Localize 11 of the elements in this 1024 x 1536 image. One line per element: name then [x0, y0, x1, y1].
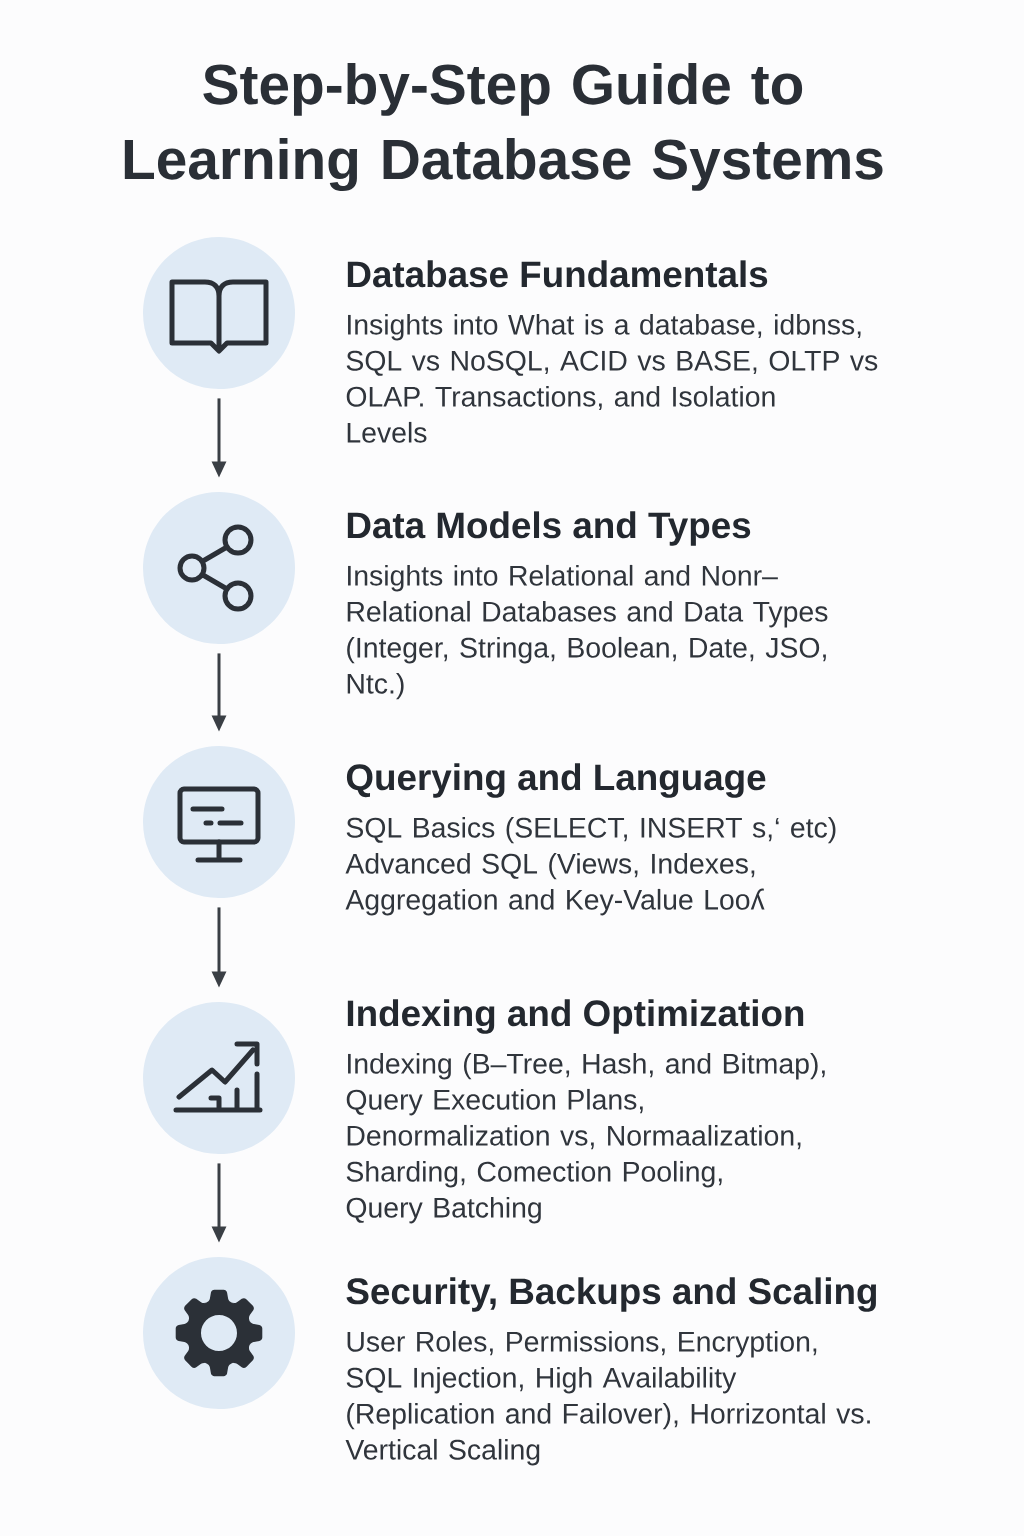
step-description: Insights into Relational and Nonr– Relational Databases and Data Types (Integer, Stringa, Boolean, Date, JSO, Ntc.): [347, 564, 828, 700]
step-description: SQL Basics (SELECT, INSERT s,‘ etc) Advanced SQL (Views, Indexes, Aggregation and Key-Value Looʎ: [345, 816, 836, 916]
step-description: User Roles, Permissions, Encryption, SQL Injection, High Availability (Replication and Failover), Horrizontal vs. Vertical Scaling: [345, 1330, 870, 1466]
title: Step-by-Step Guide to Learning Database Systems: [124, 62, 883, 192]
step-heading: Database Fundamentals: [347, 260, 768, 288]
step-heading: Security, Backups and Scaling: [346, 1277, 876, 1312]
step-heading: Querying and Language: [346, 763, 766, 798]
step-heading: Indexing and Optimization: [347, 999, 804, 1034]
step-description: Indexing (B–Tree, Hash, and Bitmap), Query Execution Plans, Denormalization vs, Normaalization, Sharding, Comection Pooling, Query Batching: [346, 1052, 825, 1224]
step-heading: Data Models and Types: [347, 511, 751, 546]
step-description: Insights into What is a database, idbnss, SQL vs NoSQL, ACID vs BASE, OLTP vs OLAP. Transactions, and Isolation Levels: [346, 313, 878, 443]
